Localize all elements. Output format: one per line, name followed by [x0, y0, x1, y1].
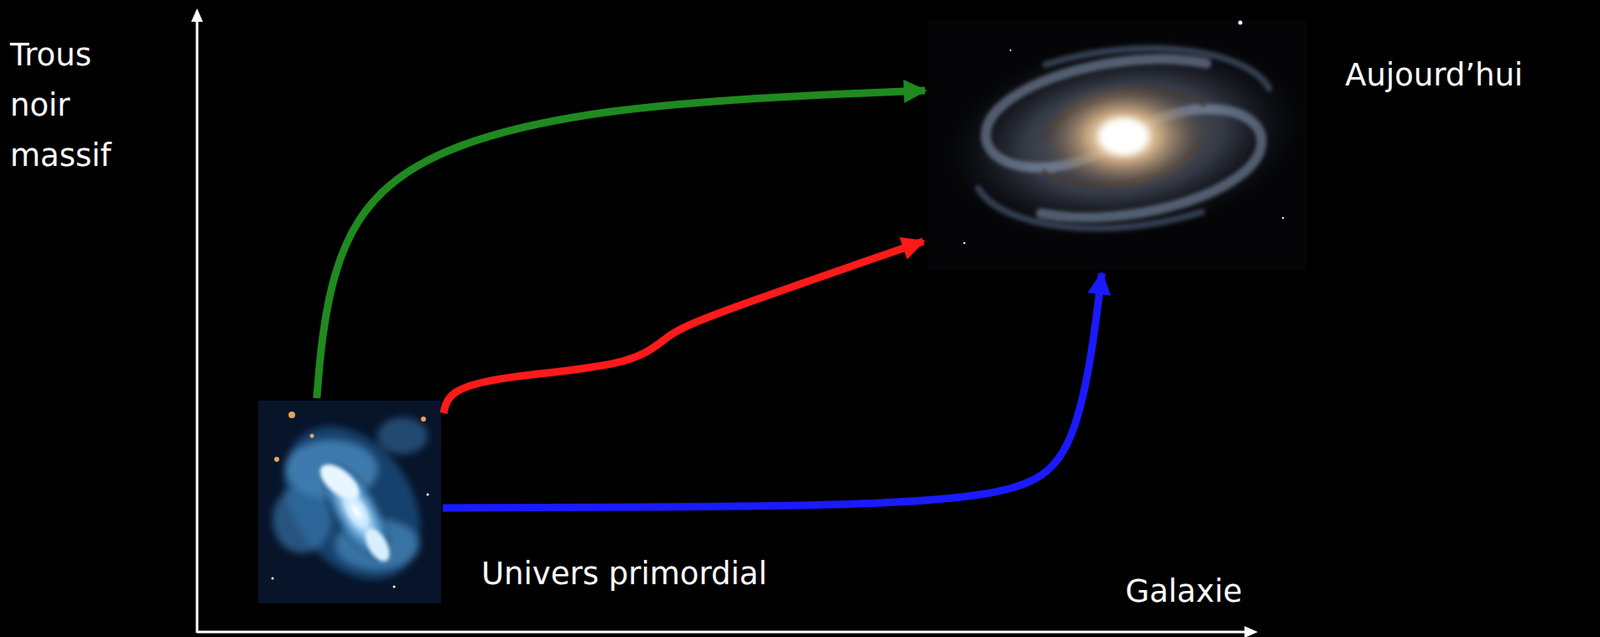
axis-title: Galaxie [1125, 566, 1377, 618]
early-galaxy [258, 400, 442, 604]
axis-title: Trous noir massif [10, 30, 136, 182]
era-label: Univers primordial [481, 555, 768, 593]
growth-path [443, 241, 924, 414]
growth-path [316, 90, 925, 399]
axes [191, 8, 1258, 637]
galaxy-image: Univers primordial [258, 400, 442, 604]
spiral-galaxy [928, 20, 1307, 271]
galaxy-image: Aujourd’hui [928, 20, 1307, 271]
growth-path [442, 273, 1102, 509]
era-label: Aujourd’hui [1345, 57, 1523, 94]
